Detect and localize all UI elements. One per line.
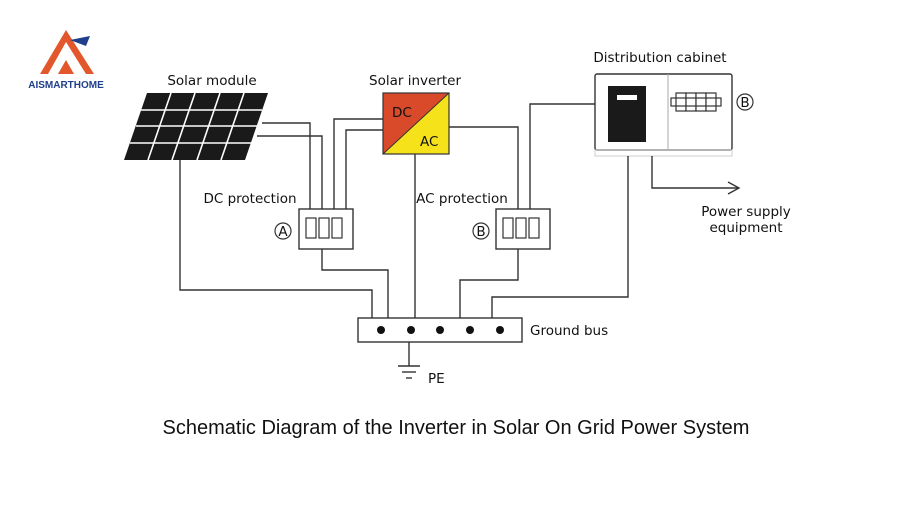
solar-module	[124, 92, 268, 161]
ac-protection-label: AC protection	[416, 191, 508, 207]
diagram-caption: Schematic Diagram of the Inverter in Sol…	[163, 417, 750, 439]
power-supply-label-line1: Power supply	[701, 204, 791, 220]
brand-logo: AISMARTHOME	[28, 30, 104, 91]
dc-marker-a: A	[278, 224, 288, 240]
power-supply-label-line2: equipment	[709, 220, 782, 236]
inverter-dc-label: DC	[392, 105, 412, 121]
ac-marker-b: B	[476, 224, 485, 240]
inverter-ac-label: AC	[420, 134, 438, 150]
dc-protection-label: DC protection	[203, 191, 296, 207]
power-supply-arrow	[651, 156, 741, 195]
ground-bus-label: Ground bus	[530, 323, 608, 339]
distribution-cabinet: B	[594, 73, 754, 157]
logo-mark-icon	[40, 30, 94, 74]
ac-protection-switch: B	[472, 208, 551, 250]
pe-label: PE	[428, 371, 445, 387]
wiring	[179, 103, 629, 379]
cabinet-marker-b: B	[740, 95, 749, 111]
brand-name: AISMARTHOME	[28, 80, 104, 91]
solar-inverter-label: Solar inverter	[369, 73, 461, 89]
dc-protection-switch: A	[274, 208, 354, 250]
ground-bus	[357, 317, 523, 343]
distribution-cabinet-label: Distribution cabinet	[593, 50, 726, 66]
solar-module-label: Solar module	[167, 73, 256, 89]
solar-inverter: DC AC	[382, 92, 450, 155]
